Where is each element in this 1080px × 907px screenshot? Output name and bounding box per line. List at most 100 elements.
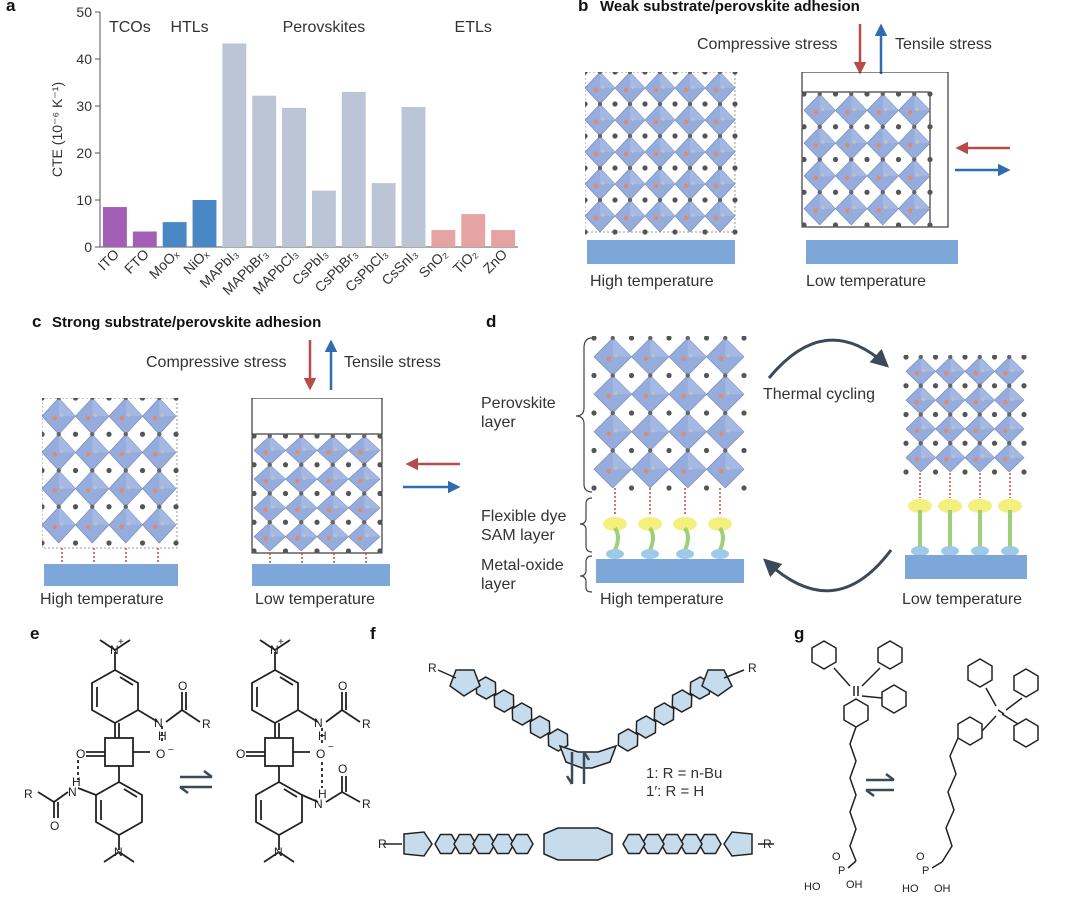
bent-conformer	[449, 669, 733, 769]
y-tick-label: 0	[84, 239, 92, 255]
y-tick-label: 30	[76, 98, 92, 114]
svg-text:O: O	[236, 747, 245, 761]
bar-9	[371, 183, 396, 247]
panel-b-high-temp-caption: High temperature	[590, 273, 714, 290]
tpe-folded-form	[931, 658, 1039, 869]
svg-text:N: N	[110, 643, 119, 657]
x-tick-label: MoOₓ	[146, 246, 182, 282]
group-label: ETLs	[455, 19, 492, 36]
svg-text:N: N	[154, 716, 163, 730]
svg-text:HO: HO	[804, 881, 821, 893]
svg-text:P: P	[838, 865, 845, 877]
panel-c-stress-arrows	[303, 339, 338, 391]
panel-c-high-temp-caption: High temperature	[40, 591, 164, 608]
panel-b-title: Weak substrate/perovskite adhesion	[600, 0, 860, 15]
panel-c-title: Strong substrate/perovskite adhesion	[52, 314, 322, 331]
x-tick-label: ITO	[94, 246, 122, 274]
svg-text:O: O	[178, 679, 187, 693]
panel-b-compressive-label: Compressive stress	[697, 36, 838, 53]
bar-13	[491, 230, 516, 247]
bar-6	[282, 107, 307, 247]
panel-d-sam-label: Flexible dye SAM layer	[481, 508, 567, 544]
compound-1-label: 1: R = n-Bu	[646, 765, 723, 782]
svg-text:+: +	[278, 637, 284, 648]
bar-3	[192, 200, 217, 247]
panel-b-high-temp-lattice	[585, 72, 738, 264]
svg-text:O: O	[916, 851, 925, 863]
panel-b-low-temp-caption: Low temperature	[806, 273, 927, 290]
svg-text:O: O	[76, 747, 85, 761]
squaraine-open-form	[37, 639, 201, 863]
bar-4	[222, 43, 247, 247]
bar-5	[252, 95, 277, 247]
y-axis-label: CTE (10⁻⁶ K⁻¹)	[49, 82, 65, 177]
bar-8	[341, 91, 366, 248]
bar-11	[431, 230, 456, 247]
panel-g-label: g	[794, 624, 805, 643]
svg-text:R: R	[362, 797, 371, 811]
svg-text:N: N	[314, 716, 323, 730]
svg-text:H: H	[318, 729, 327, 743]
thermal-cycling-arrows	[763, 338, 893, 593]
planar-conformer	[403, 827, 753, 861]
panel-c-tensile-label: Tensile stress	[344, 354, 441, 371]
svg-text:N: N	[274, 845, 283, 859]
svg-text:N: N	[270, 643, 279, 657]
svg-text:N: N	[114, 845, 123, 859]
x-tick-label: TiO₂	[450, 246, 481, 277]
panel-c-low-temp-lattice	[251, 398, 390, 586]
bar-7	[311, 190, 336, 247]
svg-text:OH: OH	[934, 883, 951, 895]
panel-b-low-temp-lattice	[801, 72, 958, 264]
bar-12	[461, 214, 486, 247]
bar-2	[162, 222, 187, 247]
y-tick-label: 10	[76, 192, 92, 208]
panel-c-label: c	[32, 312, 42, 331]
y-tick-label: 40	[76, 51, 92, 67]
svg-text:N: N	[68, 785, 77, 799]
panel-d-braces	[575, 337, 593, 593]
panel-d-label: d	[486, 312, 497, 331]
svg-text:N: N	[314, 797, 323, 811]
panel-d-low-temp-stack	[903, 355, 1027, 579]
svg-text:R: R	[24, 787, 33, 801]
svg-text:O: O	[50, 819, 59, 833]
panel-b-label: b	[578, 0, 589, 15]
svg-text:−: −	[168, 745, 174, 756]
tpe-extended-form	[811, 640, 907, 869]
panel-b-tensile-label: Tensile stress	[895, 36, 992, 53]
squaraine-closed-form	[246, 639, 361, 863]
svg-text:R: R	[378, 837, 387, 851]
svg-text:−: −	[328, 742, 334, 753]
panel-d-low-temp-caption: Low temperature	[902, 591, 1023, 608]
svg-text:O: O	[156, 747, 165, 761]
svg-text:R: R	[202, 717, 211, 731]
svg-text:+: +	[118, 637, 124, 648]
panel-b-lateral-arrows	[955, 141, 1011, 177]
bar-10	[401, 106, 426, 247]
panel-f-label: f	[370, 624, 376, 643]
group-label: Perovskites	[283, 19, 366, 36]
svg-text:R: R	[748, 661, 757, 675]
panel-d-high-temp-caption: High temperature	[600, 591, 724, 608]
panel-c-low-temp-caption: Low temperature	[255, 591, 376, 608]
svg-text:R: R	[428, 661, 437, 675]
y-tick-label: 50	[76, 4, 92, 20]
panel-a-label: a	[6, 0, 16, 15]
svg-text:R: R	[362, 717, 371, 731]
thermal-cycling-label: Thermal cycling	[763, 386, 876, 403]
panel-c-lateral-arrows	[403, 457, 461, 494]
panel-d-high-temp-stack	[591, 336, 747, 583]
panel-c-high-temp-lattice	[42, 398, 179, 586]
x-tick-label: SnO₂	[416, 246, 451, 281]
svg-text:HO: HO	[902, 883, 919, 895]
svg-text:H: H	[318, 787, 327, 801]
svg-text:H: H	[72, 775, 81, 789]
panel-d-perovskite-label: Perovskite layer	[481, 395, 556, 431]
bar-0	[102, 207, 127, 247]
y-tick-label: 20	[76, 145, 92, 161]
